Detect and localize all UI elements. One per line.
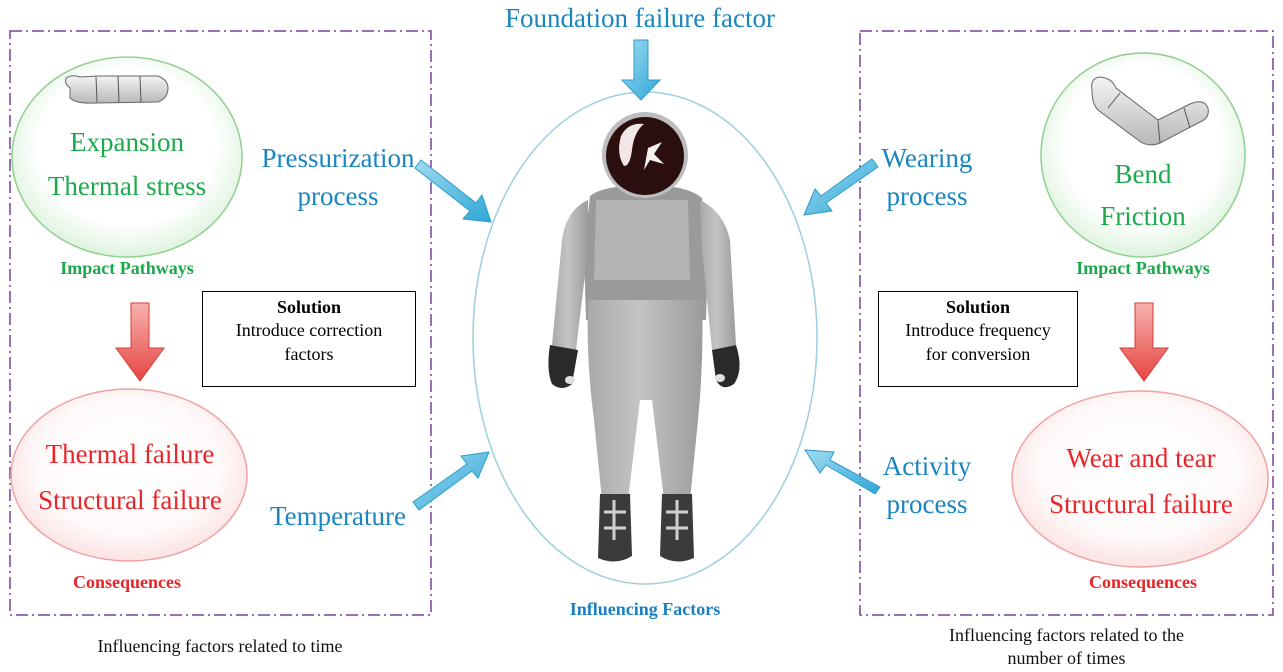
spacesuit-illustration xyxy=(548,112,740,562)
right-solution-box: Solution Introduce frequency for convers… xyxy=(878,291,1078,387)
left-solution-line-1: Introduce correction xyxy=(235,320,383,341)
left-consequences-ellipse xyxy=(10,388,248,562)
pressurization-label-line-2: process xyxy=(297,181,379,211)
wearing-arrow xyxy=(803,158,879,216)
pressurization-arrow xyxy=(414,159,492,223)
activity-label-line-1: Activity xyxy=(882,451,972,481)
right-solution-title: Solution xyxy=(945,297,1011,317)
temperature-arrow xyxy=(412,451,490,511)
left-consequence-structural-failure: Structural failure xyxy=(38,485,222,515)
left-pathway-expansion: Expansion xyxy=(70,127,184,157)
influencing-factors-label: Influencing Factors xyxy=(569,599,721,619)
left-consequence-thermal-failure: Thermal failure xyxy=(45,439,215,469)
straight-limb-icon xyxy=(65,75,169,104)
right-pathway-friction: Friction xyxy=(1100,201,1186,231)
foundation-failure-label: Foundation failure factor xyxy=(505,3,775,33)
left-impact-pathways-label: Impact Pathways xyxy=(60,258,194,278)
pressurization-label-line-1: Pressurization xyxy=(261,143,415,173)
wearing-label-line-1: Wearing xyxy=(881,143,973,173)
left-solution-line-2: factors xyxy=(284,343,334,364)
right-solution-line-1: Introduce frequency xyxy=(905,320,1051,341)
wearing-label-line-2: process xyxy=(886,181,968,211)
right-pathway-bend: Bend xyxy=(1114,159,1172,189)
right-consequences-label: Consequences xyxy=(1088,572,1197,592)
right-caption-line-2: number of times xyxy=(1007,648,1126,668)
right-down-arrow xyxy=(1119,302,1169,382)
right-consequence-structural-failure: Structural failure xyxy=(1049,489,1233,519)
left-down-arrow xyxy=(115,302,165,382)
foundation-arrow xyxy=(620,39,662,101)
right-caption-line-1: Influencing factors related to the xyxy=(949,625,1184,645)
right-consequences-ellipse xyxy=(1011,390,1269,568)
left-caption: Influencing factors related to time xyxy=(97,636,343,656)
activity-label-line-2: process xyxy=(886,489,968,519)
activity-arrow xyxy=(804,449,881,495)
left-pathways-ellipse xyxy=(11,56,243,258)
right-consequence-wear-and-tear: Wear and tear xyxy=(1066,443,1216,473)
temperature-label: Temperature xyxy=(269,501,407,531)
left-solution-title: Solution xyxy=(276,297,342,317)
bent-limb-icon xyxy=(1091,76,1209,146)
right-solution-line-2: for conversion xyxy=(925,343,1031,364)
right-impact-pathways-label: Impact Pathways xyxy=(1076,258,1210,278)
right-panel-frame xyxy=(859,30,1274,616)
left-pathway-thermal-stress: Thermal stress xyxy=(47,171,207,201)
left-consequences-label: Consequences xyxy=(72,572,181,592)
left-panel-frame xyxy=(9,30,432,616)
left-solution-box: Solution Introduce correction factors xyxy=(202,291,416,387)
